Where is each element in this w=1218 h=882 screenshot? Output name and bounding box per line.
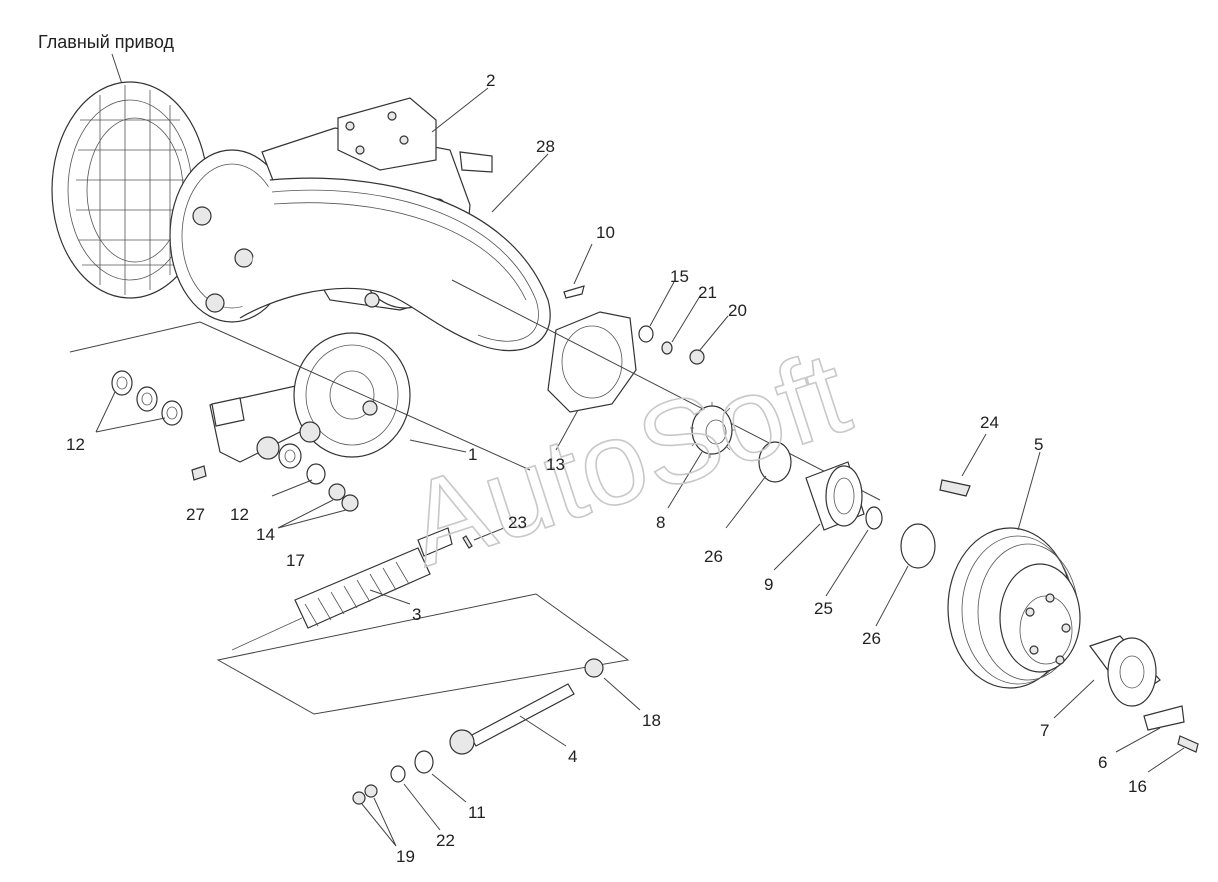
label-16: 16 (1128, 777, 1147, 796)
nut-17b (341, 494, 359, 512)
label-3: 3 (412, 605, 421, 624)
gear-8 (690, 402, 736, 458)
leader-26b (875, 565, 909, 627)
axis-line-a (69, 321, 531, 471)
cotter-pin (462, 535, 473, 549)
label-11: 11 (468, 803, 486, 822)
leader-13 (555, 409, 579, 451)
label-10: 10 (596, 223, 615, 242)
label-19: 19 (396, 847, 415, 866)
leader-17 (277, 499, 347, 529)
nut-18 (584, 658, 604, 678)
leader-16 (1147, 747, 1185, 773)
leader-4 (519, 715, 567, 747)
label-26a: 26 (704, 547, 723, 566)
leader-23 (473, 527, 505, 541)
leader-20 (699, 315, 729, 351)
retaining-ring-26a (758, 441, 792, 483)
nut-19a (364, 784, 378, 798)
nut-19b (352, 791, 366, 805)
bearing-9 (805, 461, 865, 531)
label-18: 18 (642, 711, 661, 730)
nut-17a (328, 483, 346, 501)
leader-25 (825, 529, 869, 597)
main-drive-assembly (51, 81, 551, 352)
label-21: 21 (698, 283, 717, 302)
leader-5 (1017, 451, 1041, 531)
leader-12-left (95, 391, 166, 433)
key-24 (939, 479, 971, 497)
label-12-left: 12 (66, 435, 85, 454)
ring-21 (661, 341, 673, 355)
leader-1 (409, 439, 467, 453)
leader-9 (773, 523, 821, 571)
leader-26a (725, 475, 767, 529)
label-17: 17 (286, 551, 305, 570)
washers-12-left (111, 370, 183, 426)
tension-spring (231, 527, 453, 651)
label-6: 6 (1098, 753, 1107, 772)
pin-10 (563, 285, 585, 299)
label-28: 28 (536, 137, 555, 156)
label-20: 20 (728, 301, 747, 320)
ring-25 (865, 506, 883, 530)
grease-nipple (191, 465, 207, 481)
leader-2 (431, 87, 489, 133)
label-13: 13 (546, 455, 565, 474)
leader-11 (431, 773, 467, 803)
label-8: 8 (656, 513, 665, 532)
label-25: 25 (814, 599, 833, 618)
label-7: 7 (1040, 721, 1049, 740)
label-26b: 26 (862, 629, 881, 648)
leader-14 (271, 479, 313, 497)
hub-7 (1089, 635, 1161, 707)
leader-22 (403, 783, 441, 831)
label-5: 5 (1034, 435, 1043, 454)
washer-11 (414, 750, 434, 774)
leader-24 (961, 433, 987, 477)
label-22: 22 (436, 831, 455, 850)
label-1: 1 (468, 445, 477, 464)
leader-18 (603, 677, 641, 711)
washer-15 (638, 325, 654, 343)
label-9: 9 (764, 575, 773, 594)
label-15: 15 (670, 267, 689, 286)
leader-8 (667, 451, 703, 509)
label-27: 27 (186, 505, 205, 524)
leader-15 (649, 281, 675, 327)
idler-pulley (293, 332, 411, 458)
leader-21 (671, 295, 701, 343)
washer-12 (278, 443, 302, 469)
lock-plate-6 (1143, 705, 1185, 731)
v-belt (239, 177, 551, 352)
leader-28 (491, 153, 549, 213)
label-14: 14 (256, 525, 275, 544)
rod-region-outline (216, 593, 630, 715)
axis-line-b (451, 279, 881, 501)
washer-14 (306, 463, 326, 485)
label-12-lower: 12 (230, 505, 249, 524)
bolt-16 (1177, 735, 1199, 753)
diagram-title: Главный привод (38, 32, 175, 52)
label-4: 4 (568, 747, 577, 766)
label-2: 2 (486, 71, 495, 90)
tensioner-arm-assembly (209, 332, 411, 463)
leader-3 (369, 589, 411, 605)
leader-7 (1053, 679, 1095, 719)
leader-10 (573, 243, 593, 285)
retaining-ring-26b (900, 523, 936, 569)
nut-20 (689, 349, 705, 365)
washer-22 (390, 765, 406, 783)
leader-19 (361, 797, 397, 847)
label-23: 23 (508, 513, 527, 532)
drive-pulley-5 (947, 527, 1081, 689)
adjusting-rod (449, 658, 604, 755)
leader-6 (1115, 727, 1161, 753)
label-24: 24 (980, 413, 999, 432)
